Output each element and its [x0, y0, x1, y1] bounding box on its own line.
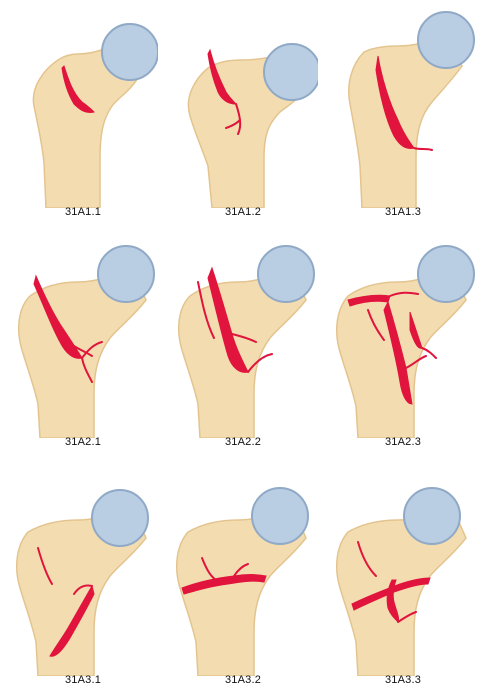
femoral-head: [258, 246, 314, 302]
figure-label: 31A2.2: [168, 436, 318, 448]
femur-illustration: [168, 476, 318, 676]
figure-label: 31A1.3: [328, 206, 478, 218]
femur-illustration: [328, 8, 478, 208]
femur-illustration: [8, 8, 158, 208]
femoral-head: [252, 488, 308, 544]
femoral-head: [418, 246, 474, 302]
figure-31A2-1: 31A2.1: [8, 238, 158, 448]
figure-31A2-3: 31A2.3: [328, 238, 478, 448]
figure-31A1-1: 31A1.1: [8, 8, 158, 218]
figure-31A1-3: 31A1.3: [328, 8, 478, 218]
figure-label: 31A3.3: [328, 674, 478, 686]
femur-illustration: [168, 8, 318, 208]
figure-label: 31A3.1: [8, 674, 158, 686]
femur-illustration: [328, 476, 478, 676]
figure-31A3-2: 31A3.2: [168, 476, 318, 686]
femur-illustration: [168, 238, 318, 438]
femoral-head: [92, 490, 148, 546]
figure-label: 31A3.2: [168, 674, 318, 686]
figure-label: 31A1.2: [168, 206, 318, 218]
femoral-head: [102, 24, 158, 80]
femoral-head: [404, 488, 460, 544]
figure-31A1-2: 31A1.2: [168, 8, 318, 218]
femoral-head: [98, 246, 154, 302]
femur-illustration: [8, 476, 158, 676]
femur-illustration: [328, 238, 478, 438]
figure-31A3-1: 31A3.1: [8, 476, 158, 686]
femoral-head: [264, 44, 318, 100]
figure-label: 31A1.1: [8, 206, 158, 218]
figure-31A2-2: 31A2.2: [168, 238, 318, 448]
figure-label: 31A2.3: [328, 436, 478, 448]
figure-31A3-3: 31A3.3: [328, 476, 478, 686]
femur-illustration: [8, 238, 158, 438]
femoral-head: [418, 12, 474, 68]
figure-label: 31A2.1: [8, 436, 158, 448]
